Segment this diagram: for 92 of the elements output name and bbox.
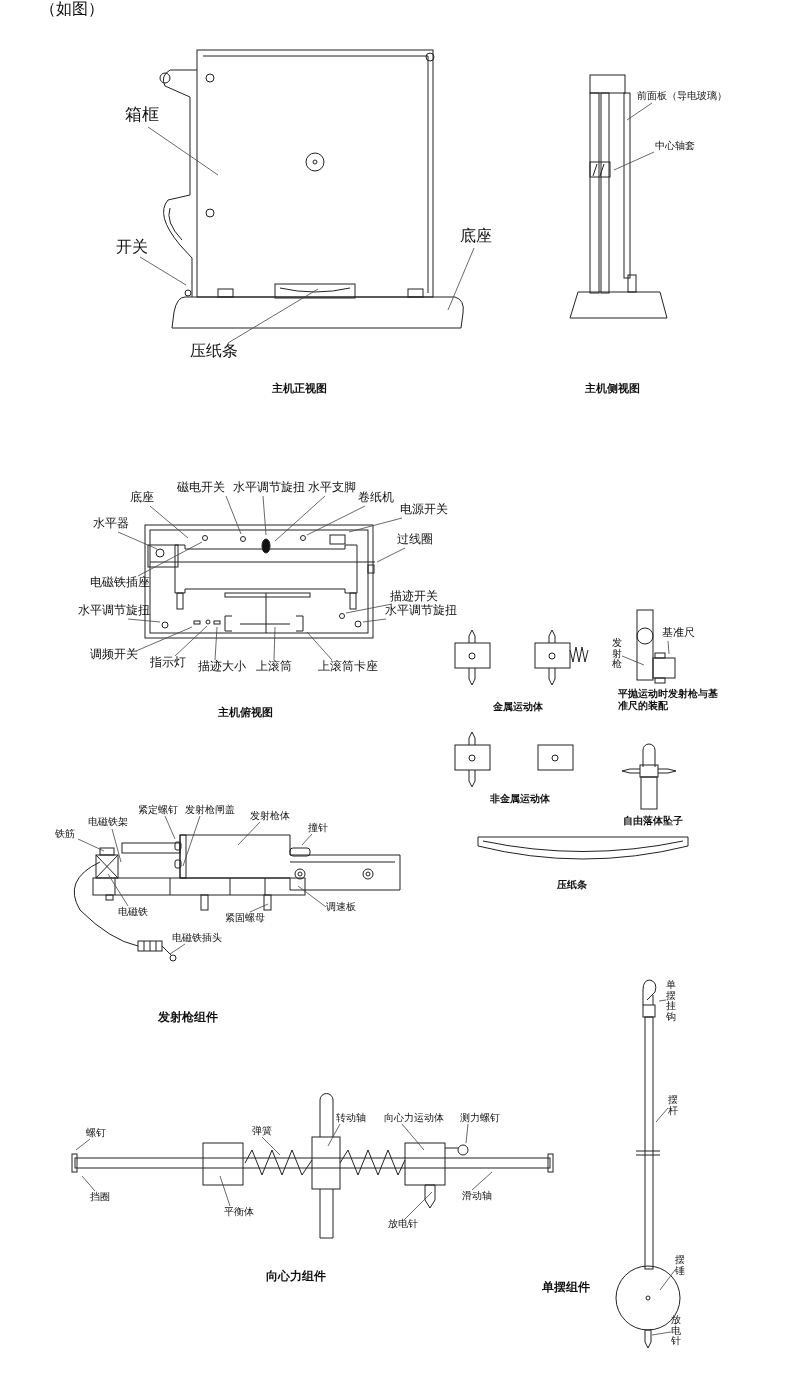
leader-line [621,655,645,666]
leader-line [348,517,403,533]
part-label: 指示灯 [150,656,186,670]
part-label: 上滚筒 [256,660,292,674]
part-label: 卷纸机 [358,491,394,505]
part-label: 箱框 [125,105,159,125]
figure-title: 主机正视图 [272,383,327,396]
leader-line [249,903,269,913]
part-label: 发射枪闸盖 [185,804,235,816]
leader-line [401,1123,425,1151]
leader-line [225,495,242,535]
part-label: 紧定螺钉 [138,804,178,816]
part-label: 电磁铁架 [88,816,128,828]
leader-line [219,1175,231,1207]
part-label: 发射枪体 [250,810,290,822]
leader-line [149,505,189,539]
leader-line [127,618,161,623]
part-label: 描迹大小 [198,660,246,674]
figure-title: 发射枪组件 [158,1011,218,1025]
figure-title: 主机侧视图 [585,383,640,396]
leader-line [164,815,176,840]
leader-line [214,626,218,661]
leader-line [626,102,653,121]
leader-line [327,1123,341,1147]
leader-line [655,1107,669,1123]
leader-line [659,1269,676,1291]
launcher-assembly-drawing [73,834,401,962]
leader-line [147,126,219,176]
leader-line [651,1331,672,1336]
leader-line [306,505,366,536]
centripetal-assembly-drawing [71,1093,554,1239]
part-label: 水平调节旋扭 [78,604,150,618]
leader-line [77,838,105,852]
leader-line [447,247,475,311]
leader-line [107,873,129,907]
leader-line [667,640,670,655]
figure-title: 主机俯视图 [218,707,273,720]
part-label: 描迹开关 [390,590,438,604]
leader-line [658,999,667,1002]
part-label: 电源开关 [400,503,448,517]
part-label: 底座 [460,227,492,246]
figure-title: 向心力组件 [266,1270,326,1284]
part-label: 前面板（导电玻璃） [637,90,727,102]
part-label: 开关 [116,238,148,257]
part-label: 磁电开关 [177,481,225,495]
part-label: 水平调节旋扭 [233,481,305,495]
leader-line [262,495,267,536]
leader-line [261,1136,281,1156]
leader-line [174,625,208,657]
part-label: 底座 [130,491,154,505]
part-label: 水平器 [93,517,129,531]
leader-line [345,603,393,614]
part-label: 基准尺 [662,627,695,640]
leader-line [135,626,193,652]
part-label: 撞针 [308,822,328,834]
leader-line [237,821,261,846]
leader-line [613,151,655,171]
leader-line [274,495,326,542]
part-label: 压纸条 [190,342,238,361]
leader-line [273,626,276,661]
part-caption: 非金属运动体 [490,793,550,805]
leader-line [169,943,186,955]
leader-line [362,618,387,623]
part-caption: 自由落体坠子 [623,815,683,827]
leader-line [465,1123,469,1144]
part-label: 过线圈 [397,533,433,547]
leader-line [227,288,319,344]
leader-line [111,828,122,863]
leader-line [301,833,313,846]
part-label: 水平调节旋扭 [385,604,457,618]
figure-title: 单摆组件 [542,1281,590,1295]
leader-line [75,1138,91,1151]
part-label: 电磁铁插座 [90,576,150,590]
part-label: 铁筋 [55,828,75,840]
leader-line [139,256,187,286]
part-label: 发射枪 [612,638,622,670]
leader-line [117,531,158,550]
leader-line [376,547,406,563]
part-label: 中心轴套 [655,140,695,152]
leader-line [137,541,203,577]
leader-line [297,885,327,908]
part-label: 水平支脚 [308,481,356,495]
part-label: 上滚筒卡座 [318,660,378,674]
leader-line [81,1175,96,1192]
leader-line [306,631,333,661]
part-label: 调频开关 [90,648,138,662]
leader-line [471,1171,493,1191]
part-caption: 压纸条 [557,879,587,891]
part-label: 摆锤 [675,1255,685,1276]
heading-text: （如图） [40,0,104,19]
leader-line [182,815,201,867]
part-caption: 金属运动体 [493,701,543,713]
